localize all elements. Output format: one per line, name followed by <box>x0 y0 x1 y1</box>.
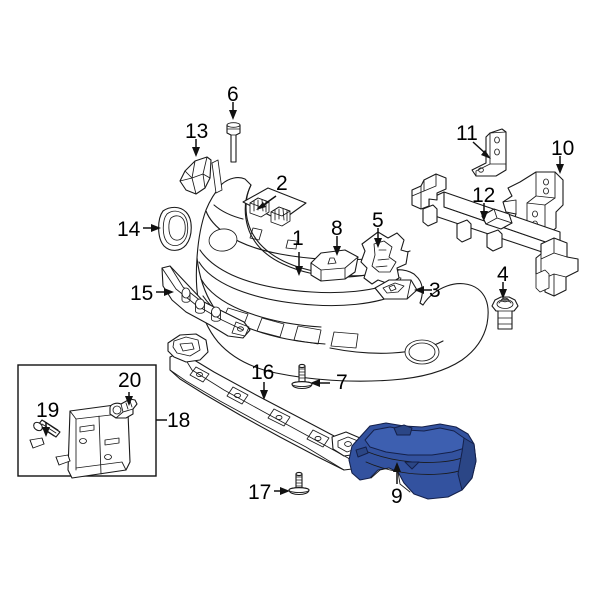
part-side-mounting-bracket[interactable] <box>360 231 409 285</box>
callout-label-4[interactable]: 4 <box>497 263 509 286</box>
callout-label-11[interactable]: 11 <box>456 122 478 145</box>
callout-label-20[interactable]: 20 <box>118 369 142 392</box>
callout-label-1[interactable]: 1 <box>292 227 304 250</box>
part-hex-flange-bolt[interactable] <box>226 122 241 163</box>
part-pan-head-screw[interactable] <box>291 363 313 390</box>
part-bumper-retainer-bracket[interactable] <box>374 279 418 300</box>
part-upper-mounting-bracket[interactable] <box>471 128 507 177</box>
callout-label-10[interactable]: 10 <box>551 137 575 160</box>
callout-label-3[interactable]: 3 <box>429 279 441 302</box>
callout-label-8[interactable]: 8 <box>331 217 343 240</box>
part-upper-air-deflector[interactable] <box>161 265 251 339</box>
callout-label-13[interactable]: 13 <box>185 120 209 143</box>
part-license-plate-screw[interactable] <box>29 419 71 466</box>
part-push-pin-retainer[interactable] <box>491 296 519 330</box>
part-bumper-reinforcement-impact-bar[interactable] <box>411 173 579 297</box>
callout-label-2[interactable]: 2 <box>276 172 288 195</box>
callout-label-6[interactable]: 6 <box>227 83 239 106</box>
callout-label-7[interactable]: 7 <box>336 371 348 394</box>
callout-label-19[interactable]: 19 <box>36 399 60 422</box>
part-front-bumper-end-cap-highlighted[interactable] <box>348 422 477 500</box>
callout-label-17[interactable]: 17 <box>248 481 272 504</box>
callout-leaders <box>42 102 564 495</box>
callout-label-14[interactable]: 14 <box>117 218 141 241</box>
callout-label-16[interactable]: 16 <box>251 361 275 384</box>
part-corner-filler-bracket[interactable] <box>179 156 223 195</box>
part-license-plate-clip[interactable] <box>109 398 138 419</box>
callout-label-12[interactable]: 12 <box>472 184 496 207</box>
part-bumper-cover-vent-insert[interactable] <box>242 187 307 227</box>
callout-label-15[interactable]: 15 <box>130 282 154 305</box>
part-valance-screw[interactable] <box>288 471 310 496</box>
callout-label-18[interactable]: 18 <box>167 409 191 432</box>
part-bumper-support-clip[interactable] <box>310 249 359 282</box>
part-fog-lamp-bezel-ring[interactable] <box>158 206 192 251</box>
callout-label-5[interactable]: 5 <box>372 209 384 232</box>
callout-label-9[interactable]: 9 <box>391 485 403 508</box>
